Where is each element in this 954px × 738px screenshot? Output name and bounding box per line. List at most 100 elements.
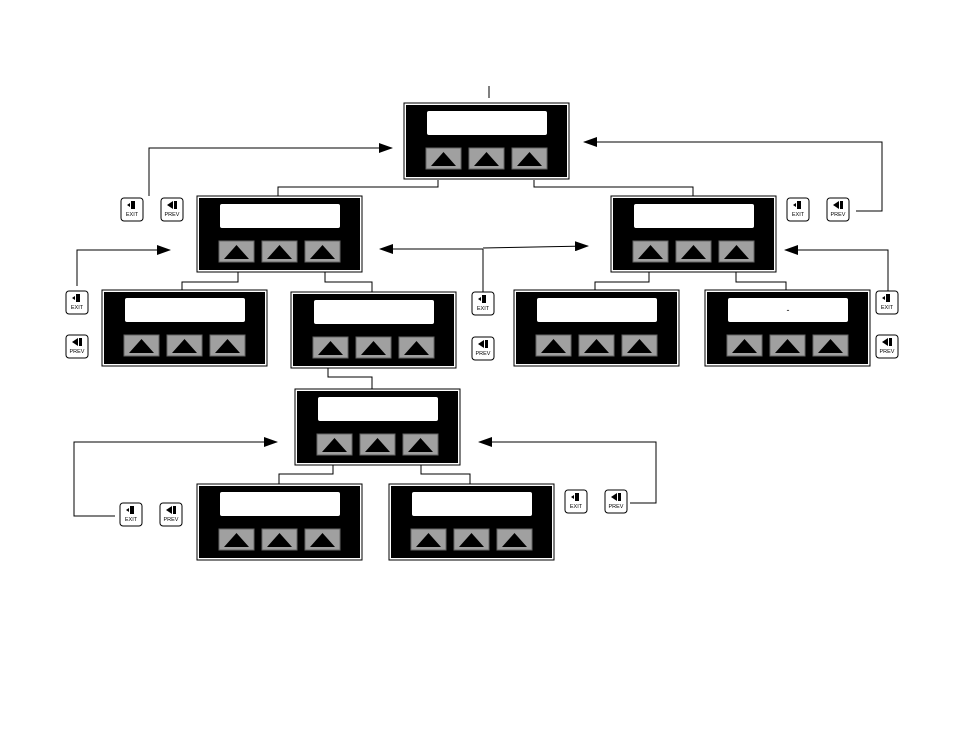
up-triangle-icon xyxy=(584,339,609,353)
up-triangle-icon xyxy=(318,341,343,355)
up-triangle-icon xyxy=(310,533,335,547)
soft-key-2[interactable] xyxy=(359,433,396,456)
prev-key-face[interactable] xyxy=(159,502,183,527)
soft-key-3[interactable] xyxy=(621,334,658,357)
prev-return-arrow-to-root-right xyxy=(583,137,883,212)
soft-key-1[interactable] xyxy=(312,336,349,359)
prev-key[interactable]: PREV xyxy=(604,489,628,514)
prev-key-face[interactable] xyxy=(604,489,628,514)
exit-key-face[interactable] xyxy=(119,502,143,527)
soft-key-1[interactable] xyxy=(218,240,255,263)
display-screen xyxy=(220,204,340,228)
soft-key-3[interactable] xyxy=(402,433,439,456)
exit-key-face[interactable] xyxy=(786,197,810,222)
connector-root-to-level1-right xyxy=(533,180,694,197)
connector-level2-b-to-level3 xyxy=(327,366,373,390)
soft-key-2[interactable] xyxy=(261,240,298,263)
exit-key[interactable]: EXIT xyxy=(120,197,144,222)
prev-key[interactable]: PREV xyxy=(65,334,89,359)
up-triangle-icon xyxy=(361,341,386,355)
exit-key-face[interactable] xyxy=(120,197,144,222)
soft-key-1[interactable] xyxy=(726,334,763,357)
exit-key-face[interactable] xyxy=(471,291,495,316)
soft-key-2[interactable] xyxy=(769,334,806,357)
prev-key-label: PREV xyxy=(165,212,180,218)
soft-key-2[interactable] xyxy=(355,336,392,359)
prev-key[interactable]: PREV xyxy=(875,334,899,359)
soft-key-3[interactable] xyxy=(398,336,435,359)
keypad-panel-level2-b xyxy=(290,291,457,369)
prev-key-face[interactable] xyxy=(471,336,495,361)
up-triangle-icon xyxy=(502,533,527,547)
keypad-panel-level4-left xyxy=(196,483,363,561)
exit-door-icon xyxy=(882,294,890,302)
prev-key-face[interactable] xyxy=(875,334,899,359)
up-triangle-icon xyxy=(416,533,441,547)
keypad-panel-level4-right xyxy=(388,483,555,561)
connector-level3-to-level4-left xyxy=(278,464,334,485)
up-triangle-icon xyxy=(431,152,456,166)
soft-key-1[interactable] xyxy=(410,528,447,551)
up-triangle-icon xyxy=(541,339,566,353)
up-triangle-icon xyxy=(129,339,154,353)
soft-key-2[interactable] xyxy=(468,147,505,170)
soft-key-2[interactable] xyxy=(166,334,203,357)
exit-key[interactable]: EXIT xyxy=(119,502,143,527)
exit-key-face[interactable] xyxy=(564,489,588,514)
exit-door-icon xyxy=(127,201,135,209)
tree-connectors xyxy=(181,86,787,485)
soft-key-3[interactable] xyxy=(209,334,246,357)
keypad-panel-level1-right xyxy=(610,195,777,273)
prev-key-face[interactable] xyxy=(160,197,184,222)
prev-key-label: PREV xyxy=(609,504,624,510)
up-triangle-icon xyxy=(404,341,429,355)
exit-door-icon xyxy=(793,201,801,209)
exit-key-face[interactable] xyxy=(65,290,89,315)
navigation-keys: EXIT PREV EXIT PREV EXIT PREV EXIT PREV EXIT PREV… xyxy=(65,197,899,527)
soft-key-3[interactable] xyxy=(304,528,341,551)
soft-key-3[interactable] xyxy=(812,334,849,357)
prev-key-face[interactable] xyxy=(826,197,850,222)
prev-key[interactable]: PREV xyxy=(159,502,183,527)
exit-key-label: EXIT xyxy=(125,517,138,523)
connector-level3-to-level4-right xyxy=(420,464,471,485)
up-triangle-icon xyxy=(459,533,484,547)
soft-key-2[interactable] xyxy=(578,334,615,357)
soft-key-1[interactable] xyxy=(425,147,462,170)
exit-return-arrow-to-level3-left xyxy=(73,437,278,517)
up-triangle-icon xyxy=(638,245,663,259)
soft-key-1[interactable] xyxy=(123,334,160,357)
soft-key-3[interactable] xyxy=(304,240,341,263)
exit-return-arrow-to-level1-left xyxy=(76,245,171,286)
soft-key-3[interactable] xyxy=(511,147,548,170)
exit-key-label: EXIT xyxy=(881,305,894,311)
soft-key-2[interactable] xyxy=(453,528,490,551)
soft-key-1[interactable] xyxy=(316,433,353,456)
exit-key-face[interactable] xyxy=(875,290,899,315)
prev-key[interactable]: PREV xyxy=(160,197,184,222)
soft-key-1[interactable] xyxy=(535,334,572,357)
exit-key[interactable]: EXIT xyxy=(564,489,588,514)
prev-key-label: PREV xyxy=(476,351,491,357)
prev-key[interactable]: PREV xyxy=(826,197,850,222)
exit-key[interactable]: EXIT xyxy=(786,197,810,222)
soft-key-3[interactable] xyxy=(496,528,533,551)
exit-key[interactable]: EXIT xyxy=(65,290,89,315)
exit-key[interactable]: EXIT xyxy=(875,290,899,315)
keypad-panel-level2-c xyxy=(513,289,680,367)
up-triangle-icon xyxy=(322,438,347,452)
prev-key-label: PREV xyxy=(831,212,846,218)
up-triangle-icon xyxy=(732,339,757,353)
prev-key-face[interactable] xyxy=(65,334,89,359)
soft-key-1[interactable] xyxy=(632,240,669,263)
prev-return-arrow-to-level3-right xyxy=(478,437,657,504)
prev-key[interactable]: PREV xyxy=(471,336,495,361)
soft-key-2[interactable] xyxy=(261,528,298,551)
soft-key-2[interactable] xyxy=(675,240,712,263)
soft-key-1[interactable] xyxy=(218,528,255,551)
exit-key[interactable]: EXIT xyxy=(471,291,495,316)
up-triangle-icon xyxy=(224,533,249,547)
display-screen xyxy=(125,298,245,322)
soft-key-3[interactable] xyxy=(718,240,755,263)
return-arrow-to-level1-right xyxy=(482,241,589,252)
